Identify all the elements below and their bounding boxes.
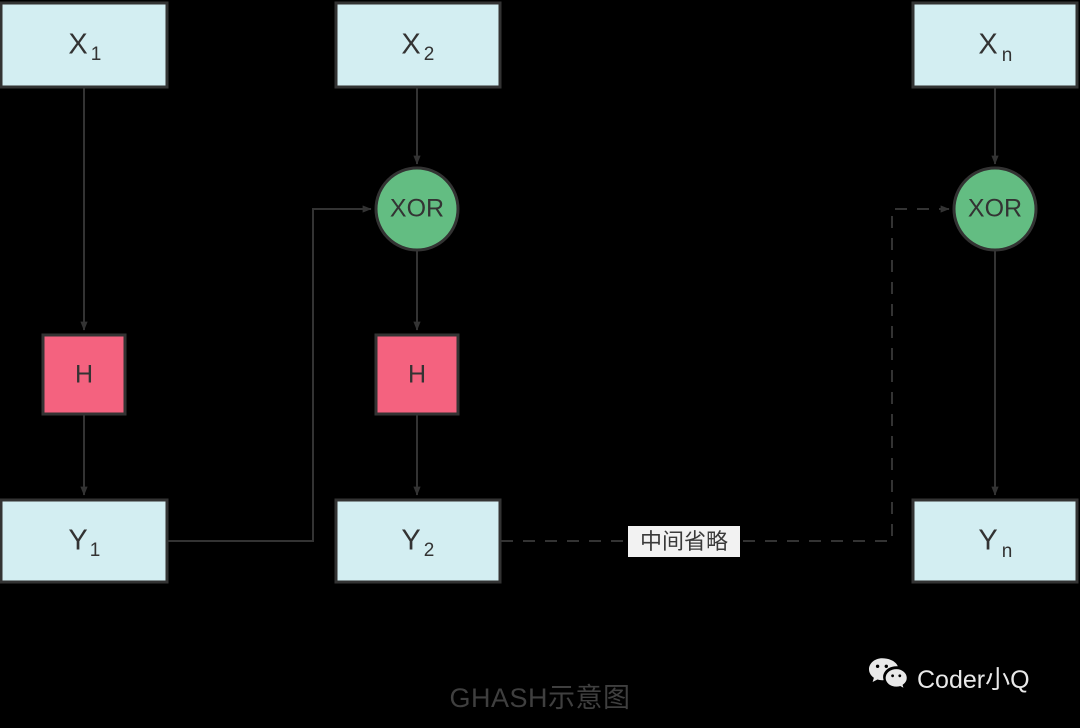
node-x2[interactable]: X 2 bbox=[334, 1, 502, 89]
node-y2-label: Y bbox=[401, 525, 420, 557]
node-x1[interactable]: X 1 bbox=[0, 1, 169, 89]
node-x2-box[interactable] bbox=[334, 1, 502, 89]
edges-dashed bbox=[501, 205, 950, 542]
node-yn-box[interactable] bbox=[911, 498, 1079, 584]
node-x1-label: X bbox=[68, 29, 87, 61]
node-y1-subscript: 1 bbox=[90, 540, 101, 561]
node-xor-2[interactable]: XOR bbox=[374, 166, 460, 252]
edge-y1-to-xor2 bbox=[168, 205, 372, 542]
node-xn-box[interactable] bbox=[911, 1, 1079, 89]
node-x2-label: X bbox=[401, 29, 420, 61]
node-h-1-box[interactable] bbox=[41, 333, 127, 416]
node-xor-n-circle[interactable] bbox=[952, 166, 1038, 252]
edge-y2-to-xorn-dashed bbox=[501, 205, 950, 542]
node-y1[interactable]: Y 1 bbox=[0, 498, 169, 584]
node-xor-n[interactable]: XOR bbox=[952, 166, 1038, 252]
watermark: Coder小Q bbox=[868, 657, 1030, 698]
node-y2[interactable]: Y 2 bbox=[334, 498, 502, 584]
ellipsis-edge-label: 中间省略 bbox=[628, 526, 740, 557]
node-x2-subscript: 2 bbox=[424, 44, 435, 65]
node-xn-label: X bbox=[978, 29, 997, 61]
edges-solid bbox=[80, 88, 999, 542]
node-xor-n-label: XOR bbox=[968, 195, 1022, 223]
node-yn-subscript: n bbox=[1002, 541, 1013, 562]
wechat-icon bbox=[868, 657, 908, 698]
node-xor-2-circle[interactable] bbox=[374, 166, 460, 252]
node-h-1[interactable]: H bbox=[41, 333, 127, 416]
node-xor-2-label: XOR bbox=[390, 195, 444, 223]
node-y2-subscript: 2 bbox=[424, 540, 435, 561]
node-yn-label: Y bbox=[978, 525, 997, 557]
node-y1-label: Y bbox=[68, 525, 87, 557]
node-h-2[interactable]: H bbox=[374, 333, 460, 416]
node-h-1-label: H bbox=[75, 361, 93, 389]
node-h-2-box[interactable] bbox=[374, 333, 460, 416]
node-x1-subscript: 1 bbox=[91, 44, 102, 65]
node-y2-box[interactable] bbox=[334, 498, 502, 584]
watermark-label: Coder小Q bbox=[917, 665, 1030, 694]
node-xn-subscript: n bbox=[1002, 45, 1013, 66]
node-xn[interactable]: X n bbox=[911, 1, 1079, 89]
node-h-2-label: H bbox=[408, 361, 426, 389]
node-x1-box[interactable] bbox=[0, 1, 169, 89]
node-y1-box[interactable] bbox=[0, 498, 169, 584]
node-yn[interactable]: Y n bbox=[911, 498, 1079, 584]
